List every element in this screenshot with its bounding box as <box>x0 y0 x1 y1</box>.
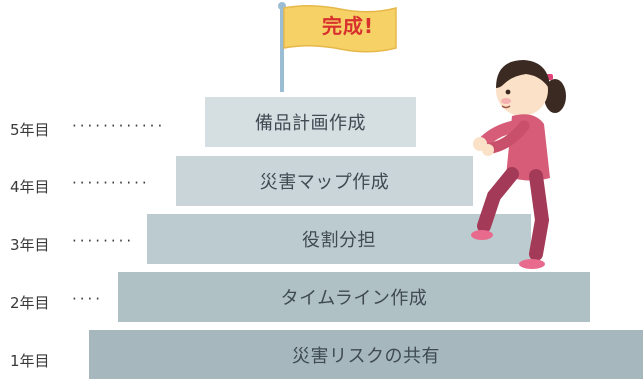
year-label: 5年目 <box>10 121 50 139</box>
leg-standing <box>529 169 550 261</box>
shoe <box>519 259 545 269</box>
step-label: 備品計画作成 <box>255 113 366 134</box>
arm-front <box>478 120 522 148</box>
leg-raised <box>477 167 519 233</box>
stair-step-3: 役割分担 <box>147 214 531 264</box>
flag-label: 完成! <box>321 14 375 38</box>
year-label: 4年目 <box>10 178 50 196</box>
year-label: 1年目 <box>10 352 50 370</box>
stair-step-1: 災害リスクの共有 <box>89 330 643 379</box>
leader-dots: ···· <box>72 290 104 308</box>
step-label: 災害マップ作成 <box>259 172 390 193</box>
flag-cloth <box>283 5 397 53</box>
goal-flag <box>278 2 397 92</box>
leader-dots: ·········· <box>72 174 150 192</box>
stair-step-4: 災害マップ作成 <box>176 156 473 206</box>
arm-back <box>486 120 530 154</box>
hair <box>496 60 550 90</box>
climbing-girl-illustration <box>471 60 566 269</box>
hand-back <box>482 144 494 156</box>
step-label: タイムライン作成 <box>280 288 428 309</box>
leader-dots: ············ <box>72 117 166 135</box>
stair-step-2: タイムライン作成 <box>118 272 590 322</box>
shoe <box>471 230 493 240</box>
cheek <box>501 98 511 104</box>
year-label: 2年目 <box>10 294 50 312</box>
flag-pole <box>280 6 284 92</box>
mouth <box>501 105 511 109</box>
step-label: 役割分担 <box>302 230 376 251</box>
year-label: 3年目 <box>10 236 50 254</box>
stair-step-5: 備品計画作成 <box>205 97 416 147</box>
step-label: 災害リスクの共有 <box>292 345 440 367</box>
leader-dots: ········ <box>72 232 135 250</box>
eye <box>505 89 511 95</box>
